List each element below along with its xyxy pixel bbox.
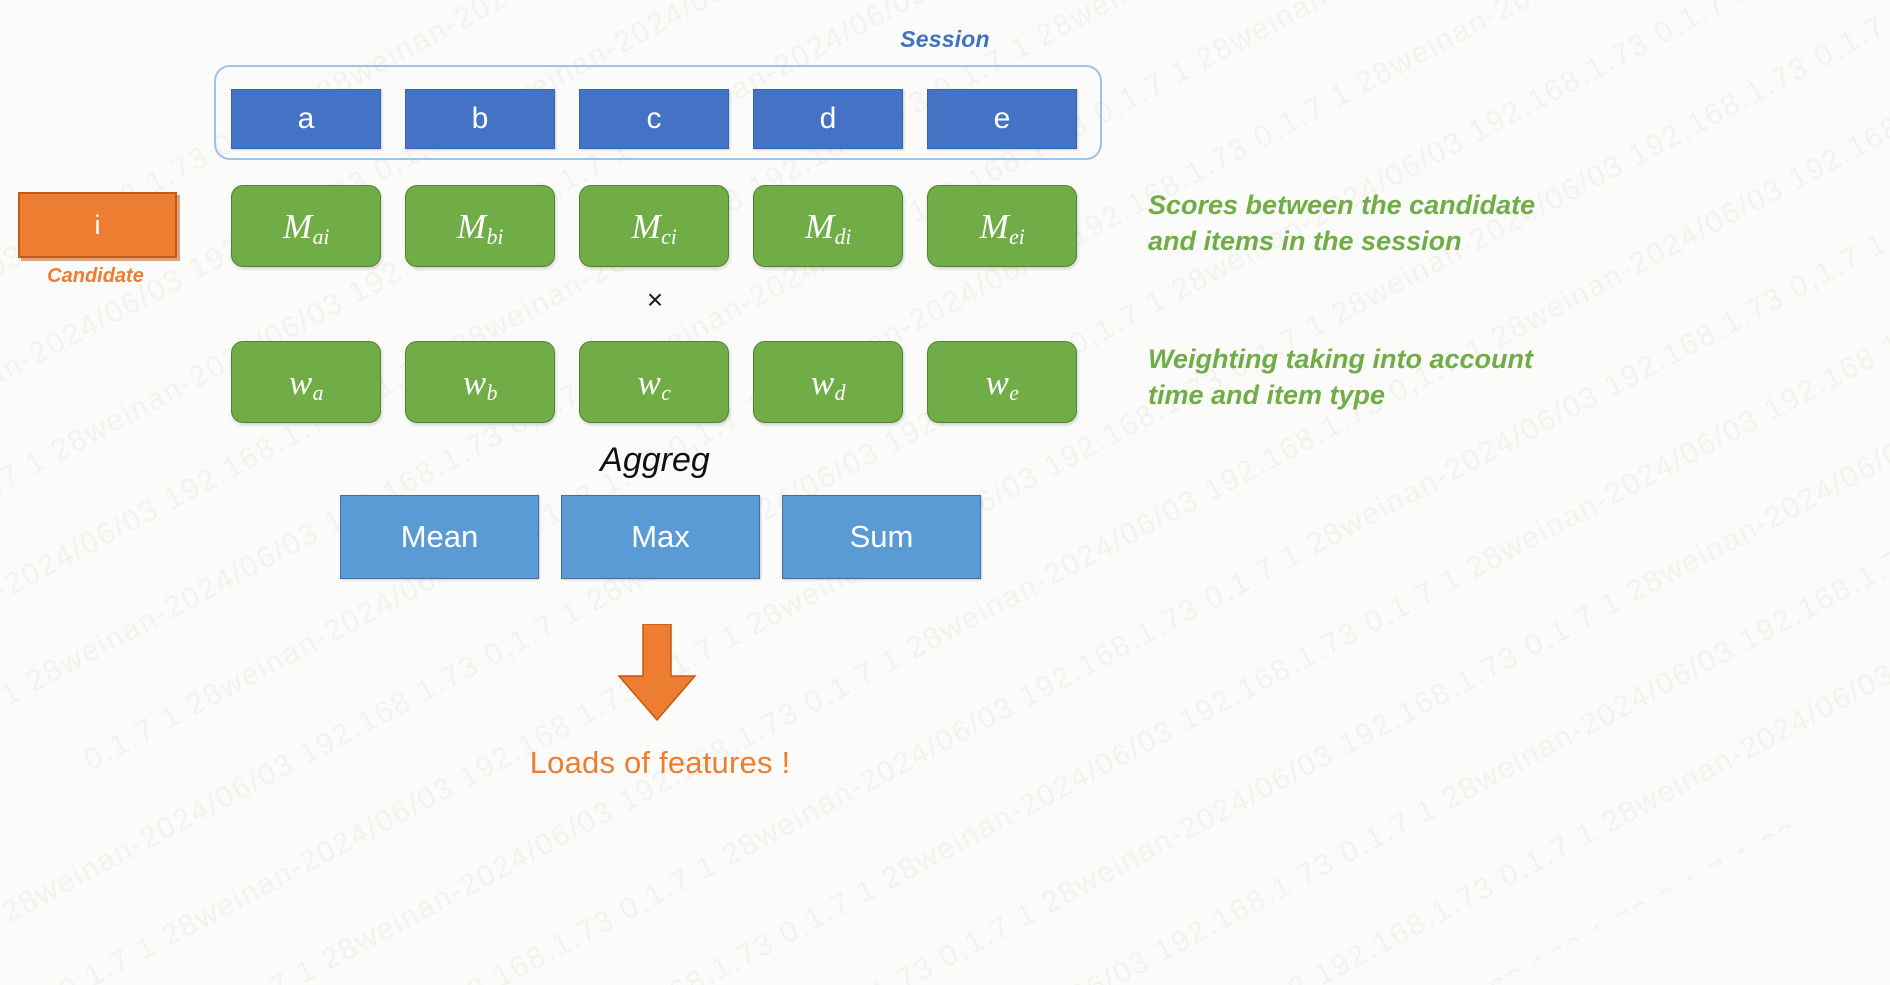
weight-symbol-b: wb [462, 362, 498, 406]
score-symbol-bi: Mbi [456, 206, 504, 250]
multiply-operator: × [0, 284, 1890, 316]
output-caption: Loads of features ! [529, 745, 791, 780]
session-item-d[interactable]: d [753, 89, 903, 149]
scores-note: Scores between the candidate and items i… [1148, 188, 1868, 259]
session-title-label: Session [900, 26, 990, 52]
scores-note-line-2: and items in the session [1148, 225, 1462, 256]
weights-row: wa wb wc wd we [231, 341, 1077, 423]
session-item-e[interactable]: e [927, 89, 1077, 149]
weights-note-line-2: time and item type [1148, 379, 1386, 410]
scores-note-line-1: Scores between the candidate [1148, 190, 1536, 220]
weight-symbol-a: wa [288, 362, 324, 406]
aggregation-sum-box[interactable]: Sum [782, 495, 981, 579]
weight-symbol-d: wd [810, 362, 846, 406]
multiply-glyph: × [646, 284, 664, 315]
candidate-box[interactable]: i [18, 192, 177, 258]
weight-box-c[interactable]: wc [579, 341, 729, 423]
down-arrow-icon [617, 624, 697, 722]
weight-symbol-c: wc [637, 362, 671, 406]
session-group-frame [214, 65, 1102, 160]
scores-row: Mai Mbi Mci Mdi Mei [231, 185, 1077, 267]
aggregation-mean-box[interactable]: Mean [340, 495, 539, 579]
candidate-label: Candidate [47, 265, 144, 287]
weight-symbol-e: we [985, 362, 1019, 406]
session-item-a[interactable]: a [231, 89, 381, 149]
aggregation-row: Mean Max Sum [340, 495, 981, 579]
aggregation-label: Aggreg [0, 441, 1890, 480]
session-items-row: a b c d e [231, 89, 1077, 149]
weight-box-a[interactable]: wa [231, 341, 381, 423]
score-box-ai[interactable]: Mai [231, 185, 381, 267]
score-box-ci[interactable]: Mci [579, 185, 729, 267]
score-symbol-di: Mdi [804, 206, 852, 250]
weights-note: Weighting taking into account time and i… [1148, 342, 1868, 413]
weights-note-line-1: Weighting taking into account [1148, 344, 1533, 374]
score-symbol-ci: Mci [631, 206, 677, 250]
weight-box-b[interactable]: wb [405, 341, 555, 423]
aggregation-max-box[interactable]: Max [561, 495, 760, 579]
score-symbol-ai: Mai [282, 206, 330, 250]
score-box-ei[interactable]: Mei [927, 185, 1077, 267]
weight-box-e[interactable]: we [927, 341, 1077, 423]
score-symbol-ei: Mei [979, 206, 1025, 250]
session-item-c[interactable]: c [579, 89, 729, 149]
weight-box-d[interactable]: wd [753, 341, 903, 423]
score-box-di[interactable]: Mdi [753, 185, 903, 267]
session-item-b[interactable]: b [405, 89, 555, 149]
aggregation-label-text: Aggreg [600, 441, 710, 479]
score-box-bi[interactable]: Mbi [405, 185, 555, 267]
